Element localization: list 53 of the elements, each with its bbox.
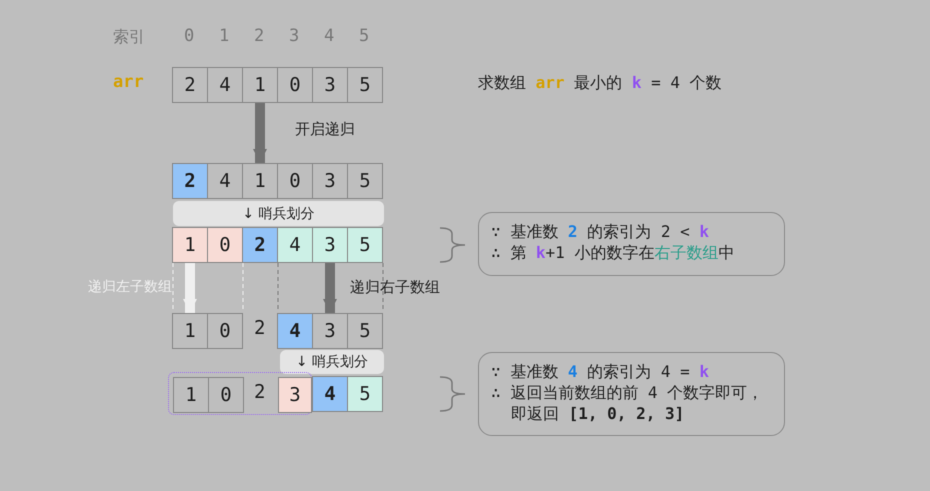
- index-label: 索引: [113, 26, 145, 48]
- array-cell: 2: [242, 227, 278, 263]
- array-name: arr: [113, 72, 144, 92]
- index-number: 0: [184, 26, 194, 46]
- array-cell: 5: [347, 376, 383, 412]
- step-label: 开启递归: [295, 120, 355, 138]
- array-cell: 3: [312, 227, 348, 263]
- array-cell: 4: [277, 227, 313, 263]
- note-line: ∵ 基准数 4 的索引为 4 = k: [491, 361, 710, 382]
- array-cell: 5: [347, 67, 383, 103]
- array-cell: 2: [172, 163, 208, 199]
- index-number: 2: [254, 26, 264, 46]
- selection-outline: [168, 372, 312, 415]
- note-line: ∴ 返回当前数组的前 4 个数字即可，即返回 [1, 0, 2, 3]: [491, 382, 764, 424]
- array-value: 2: [254, 380, 266, 403]
- array-cell: 2: [172, 67, 208, 103]
- array-cell: 3: [312, 313, 348, 349]
- array-cell: 3: [278, 377, 312, 413]
- question-text: 求数组 arr 最小的 k = 4 个数: [478, 72, 722, 94]
- array-cell: 0: [208, 377, 244, 413]
- down-arrow: [183, 263, 197, 313]
- index-number: 1: [219, 26, 230, 46]
- array-cell: 1: [172, 227, 208, 263]
- array-cell: 1: [242, 163, 278, 199]
- index-number: 3: [289, 26, 300, 46]
- array-cell: 4: [207, 163, 243, 199]
- array-cell: 4: [312, 376, 348, 412]
- array-cell: 0: [207, 313, 243, 349]
- index-number: 5: [359, 26, 370, 46]
- array-cell: 1: [172, 313, 208, 349]
- array-cell: 0: [277, 163, 313, 199]
- array-cell: 1: [242, 67, 278, 103]
- array-cell: 5: [347, 163, 383, 199]
- array-cell: 4: [277, 313, 313, 349]
- down-arrow: [323, 263, 337, 313]
- array-cell: 3: [312, 67, 348, 103]
- note-box: [478, 212, 785, 276]
- array-cell: 5: [347, 313, 383, 349]
- array-cell: 0: [207, 227, 243, 263]
- array-cell: 4: [207, 67, 243, 103]
- array-value: 2: [254, 316, 266, 339]
- note-box: [478, 352, 785, 436]
- partition-label-bar: ↓ 哨兵划分: [280, 350, 384, 374]
- array-cell: 1: [173, 377, 209, 413]
- down-arrow: [253, 103, 267, 163]
- note-line: ∵ 基准数 2 的索引为 2 < k: [491, 221, 710, 242]
- array-cell: 3: [312, 163, 348, 199]
- array-cell: 5: [347, 227, 383, 263]
- note-line: ∴ 第 k+1 小的数字在右子数组中: [491, 242, 736, 263]
- step-label: 递归右子数组: [350, 278, 440, 296]
- partition-label-bar: ↓ 哨兵划分: [173, 201, 384, 226]
- index-number: 4: [324, 26, 334, 46]
- array-cell: 0: [277, 67, 313, 103]
